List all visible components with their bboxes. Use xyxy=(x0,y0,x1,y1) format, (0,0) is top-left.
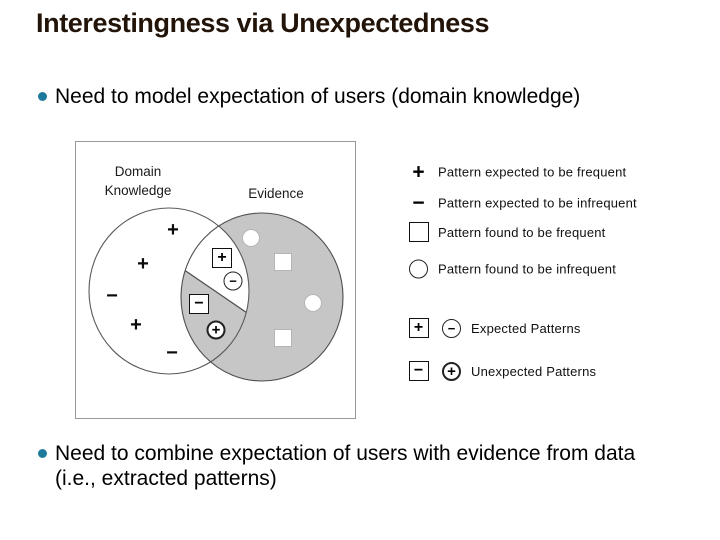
bullet-text-1: Need to model expectation of users (doma… xyxy=(55,85,581,108)
legend-symbol-slot: − xyxy=(402,361,435,381)
legend-row: −+ Unexpected Patterns xyxy=(402,361,596,381)
square-icon xyxy=(408,222,429,242)
bullet-icon xyxy=(38,92,47,101)
domain-label-line2: Knowledge xyxy=(104,183,172,198)
legend-row: Pattern found to be frequent xyxy=(402,222,606,242)
minus-icon: − xyxy=(106,285,118,307)
venn-symbol-layer: ++−+−+−−+ xyxy=(76,142,355,418)
circle-plus-icon: + xyxy=(206,320,226,340)
circle-minus-icon: − xyxy=(442,318,461,338)
plus-icon: + xyxy=(137,253,149,275)
legend-label: Pattern found to be frequent xyxy=(438,224,606,240)
square-shape-icon xyxy=(274,329,292,347)
legend-symbol-slot xyxy=(402,222,435,242)
legend-symbol-slot: + xyxy=(402,162,435,183)
square-shape-icon xyxy=(274,253,292,271)
legend-row: +−Expected Patterns xyxy=(402,318,581,338)
circle-minus-icon: − xyxy=(223,271,243,291)
venn-figure: Domain Knowledge Evidence ++−+−+−−+ xyxy=(75,141,356,419)
circle-plus-icon: + xyxy=(442,361,461,381)
domain-label-line1: Domain xyxy=(114,164,162,179)
legend-label: Pattern expected to be frequent xyxy=(438,164,627,180)
legend-label: Pattern found to be infrequent xyxy=(438,261,617,277)
legend-label: Pattern expected to be infrequent xyxy=(438,195,637,211)
domain-circle-outline xyxy=(88,207,250,375)
legend-label: Unexpected Patterns xyxy=(471,363,597,379)
evidence-label: Evidence xyxy=(248,186,304,201)
circle-icon xyxy=(409,259,428,279)
slide-title: Interestingness via Unexpectedness xyxy=(36,8,490,38)
square-plus-icon: + xyxy=(212,248,232,268)
legend-symbol-slot xyxy=(402,259,435,279)
bullet-text-2: Need to combine expectation of users wit… xyxy=(55,442,636,490)
square-plus-icon: + xyxy=(408,318,429,338)
legend-symbol-slot: − xyxy=(435,318,468,338)
square-minus-icon: − xyxy=(408,361,429,381)
bullet-icon xyxy=(38,449,47,458)
legend-symbol-slot: − xyxy=(402,193,435,214)
circle-shape-icon xyxy=(242,229,260,247)
plus-icon: + xyxy=(130,314,142,336)
minus-icon: − xyxy=(412,191,425,215)
legend-symbol-slot: + xyxy=(435,361,468,381)
domain-knowledge-label: Domain Knowledge xyxy=(92,162,184,200)
legend-label: Expected Patterns xyxy=(471,320,581,336)
minus-icon: − xyxy=(166,342,178,364)
square-minus-icon: − xyxy=(189,294,209,314)
legend-row: + Pattern expected to be frequent xyxy=(402,162,626,183)
legend-row: Pattern found to be infrequent xyxy=(402,259,617,279)
legend-row: −Pattern expected to be infrequent xyxy=(402,193,637,214)
evidence-circle-outline xyxy=(180,212,344,382)
legend-symbol-slot: + xyxy=(402,318,435,338)
plus-icon: + xyxy=(167,219,179,241)
plus-icon: + xyxy=(412,160,425,184)
circle-shape-icon xyxy=(304,294,322,312)
bullet-item-2: Need to combine expectation of users wit… xyxy=(38,441,663,491)
bullet-item-1: Need to model expectation of users (doma… xyxy=(38,84,580,109)
